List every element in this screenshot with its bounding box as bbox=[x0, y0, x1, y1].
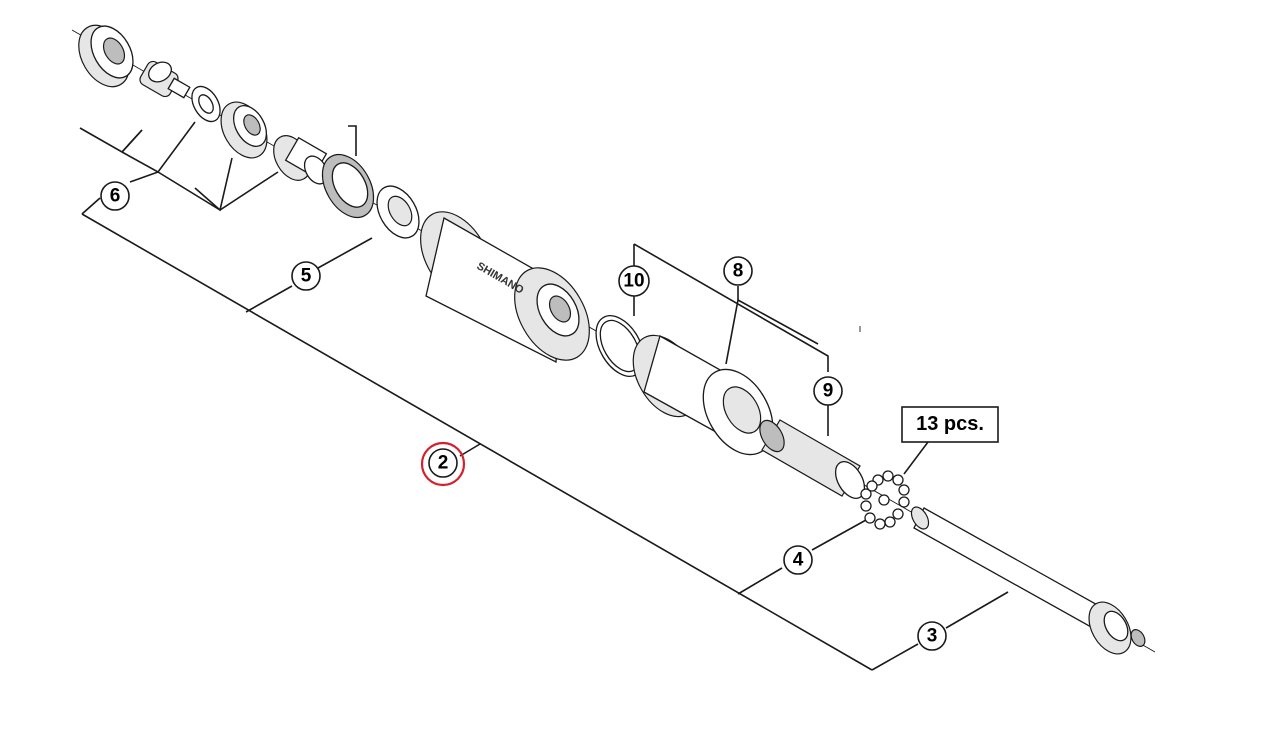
washer bbox=[191, 85, 221, 123]
o-ring bbox=[595, 315, 645, 377]
freehub-body bbox=[632, 334, 774, 456]
spacer-sleeve bbox=[759, 419, 866, 499]
callout-2-highlight bbox=[420, 441, 466, 487]
ball-bearings bbox=[860, 470, 910, 530]
svg-text:2: 2 bbox=[438, 453, 449, 474]
ratchet-ring bbox=[220, 101, 268, 159]
quantity-label-box: 13 pcs. bbox=[901, 406, 999, 443]
svg-text:6: 6 bbox=[110, 186, 121, 207]
callout-10: 10 bbox=[618, 265, 650, 297]
end-lock-nut bbox=[78, 24, 134, 88]
callout-5: 5 bbox=[291, 261, 321, 291]
svg-text:3: 3 bbox=[927, 626, 938, 647]
hub-body: SHIMANO bbox=[420, 211, 590, 364]
svg-text:5: 5 bbox=[301, 266, 312, 287]
threaded-cone bbox=[273, 135, 329, 185]
callout-6: 6 bbox=[100, 181, 130, 211]
bracket-lines bbox=[79, 121, 1009, 671]
quantity-label: 13 pcs. bbox=[916, 413, 984, 435]
cone-nut bbox=[139, 60, 191, 99]
callout-9: 9 bbox=[813, 376, 843, 406]
callout-8: 8 bbox=[723, 256, 753, 286]
callout-2: 2 bbox=[420, 441, 466, 487]
svg-text:8: 8 bbox=[733, 261, 744, 282]
callout-3: 3 bbox=[917, 621, 947, 651]
callout-4: 4 bbox=[783, 545, 813, 575]
bearing-retainer bbox=[376, 185, 420, 239]
axle bbox=[910, 506, 1146, 655]
dust-seal bbox=[321, 153, 375, 219]
svg-text:9: 9 bbox=[823, 381, 834, 402]
svg-text:10: 10 bbox=[623, 271, 644, 292]
svg-text:4: 4 bbox=[793, 550, 804, 571]
